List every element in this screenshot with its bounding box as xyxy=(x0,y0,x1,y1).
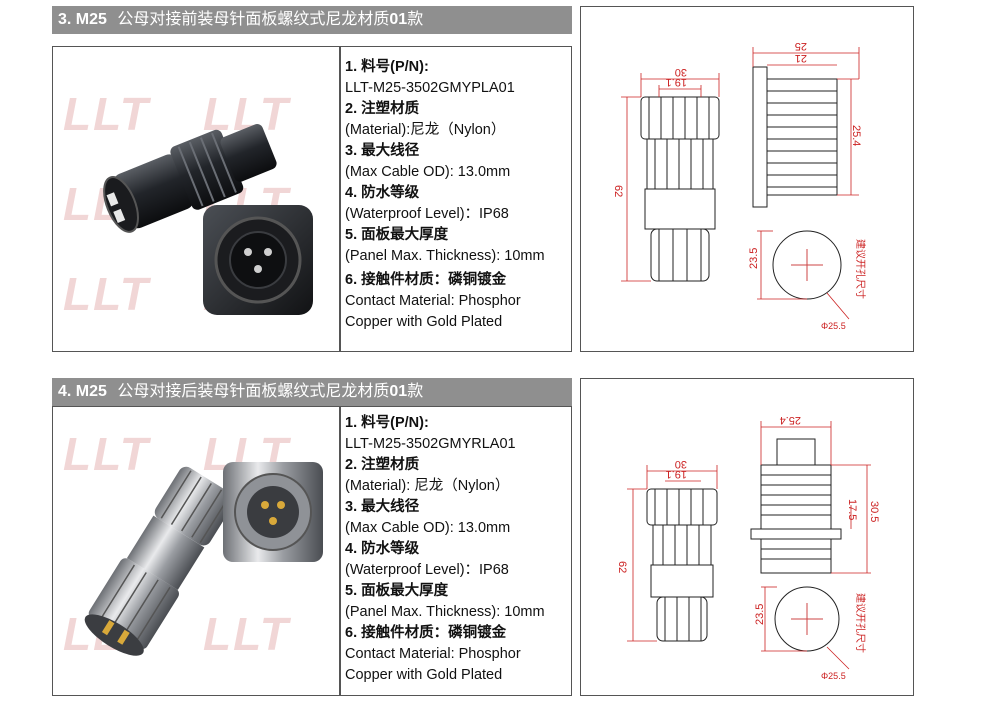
spec-waterproof-value: (Waterproof Level)：IP68 xyxy=(345,206,509,222)
section-title-end: 款 xyxy=(407,383,424,400)
watermark: LLT xyxy=(63,88,150,140)
dim-62: 62 xyxy=(612,185,624,197)
dim-19: 19.1 xyxy=(666,468,687,480)
spec-cable-od-label: 3. 最大线径 xyxy=(345,499,420,515)
dim-25-4: 25.4 xyxy=(850,125,862,146)
spec-pn-value: LLT-M25-3502GMYRLA01 xyxy=(345,436,516,452)
spec-pn-label: 1. 料号(P/N): xyxy=(345,59,429,75)
spec-pn-label: 1. 料号(P/N): xyxy=(345,415,429,431)
section-title-text: 公母对接前装母针面板螺纹式尼龙材质 xyxy=(117,11,390,28)
section-title-suffix: 01 xyxy=(389,11,408,28)
section-title-suffix: 01 xyxy=(389,383,408,400)
dim-17-5: 17.5 xyxy=(846,499,858,520)
technical-drawing: 30 19.1 62 25 21 25.4 23.5 Φ25.5 建议开孔尺寸 xyxy=(580,6,914,352)
section-title: 4. M25 公母对接后装母针面板螺纹式尼龙材质01款 xyxy=(52,378,572,406)
watermark: LLT xyxy=(63,268,150,320)
spec-contact-value-1: Contact Material: Phosphor xyxy=(345,293,521,309)
watermark: LLT xyxy=(63,428,150,480)
spec-contact-value-2: Copper with Gold Plated xyxy=(345,314,503,330)
dim-62: 62 xyxy=(616,561,628,573)
section-title-end: 款 xyxy=(407,11,424,28)
dim-25: 25 xyxy=(795,40,807,52)
hole-note: 建议开孔尺寸 xyxy=(854,593,867,653)
spec-waterproof-value: (Waterproof Level)：IP68 xyxy=(345,562,509,578)
technical-drawing: 30 19.1 62 25.4 17.5 30.5 23.5 Φ25.5 建议开… xyxy=(580,378,914,696)
hole-note: 建议开孔尺寸 xyxy=(854,239,867,299)
watermark: LLT xyxy=(203,608,290,660)
spec-material-label: 2. 注塑材质 xyxy=(345,457,420,473)
spec-contact-value-2: Copper with Gold Plated xyxy=(345,667,503,683)
connector-photo-illustration xyxy=(84,462,323,656)
section-number: 4. M25 xyxy=(58,383,107,400)
section-number: 3. M25 xyxy=(58,11,107,28)
spec-cable-od-value: (Max Cable OD): 13.0mm xyxy=(345,520,511,536)
spec-list: 1. 料号(P/N): LLT-M25-3502GMYRLA01 2. 注塑材质… xyxy=(345,413,545,686)
spec-panel-thickness-value: (Panel Max. Thickness): 10mm xyxy=(345,248,545,264)
dim-23-5: 23.5 xyxy=(754,604,766,625)
spec-panel-thickness-label: 5. 面板最大厚度 xyxy=(345,227,449,243)
spec-contact-label: 6. 接触件材质：磷铜镀金 xyxy=(345,625,507,641)
spec-contact-value-1: Contact Material: Phosphor xyxy=(345,646,521,662)
spec-pn-value: LLT-M25-3502GMYPLA01 xyxy=(345,80,515,96)
dim-25-4: 25.4 xyxy=(780,414,801,426)
spec-cable-od-label: 3. 最大线径 xyxy=(345,143,420,159)
spec-list: 1. 料号(P/N): LLT-M25-3502GMYPLA01 2. 注塑材质… xyxy=(345,57,545,333)
dim-21: 21 xyxy=(795,52,807,64)
drawing-svg: 30 19.1 62 25 21 25.4 23.5 Φ25.5 建议开孔尺寸 xyxy=(612,40,867,331)
spec-panel-thickness-label: 5. 面板最大厚度 xyxy=(345,583,449,599)
drawing-svg: 30 19.1 62 25.4 17.5 30.5 23.5 Φ25.5 建议开… xyxy=(616,414,880,681)
spec-waterproof-label: 4. 防水等级 xyxy=(345,185,420,201)
dim-25-5: Φ25.5 xyxy=(821,321,846,331)
spec-material-value: (Material):尼龙（Nylon） xyxy=(345,122,506,138)
product-photo: LLT LLT LLT LLT xyxy=(52,406,340,696)
spec-material-label: 2. 注塑材质 xyxy=(345,101,420,117)
dim-19: 19.1 xyxy=(666,76,687,88)
spec-panel: 1. 料号(P/N): LLT-M25-3502GMYPLA01 2. 注塑材质… xyxy=(340,46,572,352)
dim-30: 30 xyxy=(675,66,687,78)
spec-contact-label: 6. 接触件材质：磷铜镀金 xyxy=(345,272,507,288)
connector-photo-illustration xyxy=(103,124,313,315)
spec-panel: 1. 料号(P/N): LLT-M25-3502GMYRLA01 2. 注塑材质… xyxy=(340,406,572,696)
section-title-text: 公母对接后装母针面板螺纹式尼龙材质 xyxy=(117,383,390,400)
dim-30-5: 30.5 xyxy=(868,501,880,522)
dim-25-5: Φ25.5 xyxy=(821,671,846,681)
spec-panel-thickness-value: (Panel Max. Thickness): 10mm xyxy=(345,604,545,620)
dim-23-5: 23.5 xyxy=(748,248,760,269)
dim-30: 30 xyxy=(675,458,687,470)
spec-material-value: (Material): 尼龙（Nylon） xyxy=(345,478,510,494)
product-photo: LLT LLT LLT LLT LLT LLT xyxy=(52,46,340,352)
spec-cable-od-value: (Max Cable OD): 13.0mm xyxy=(345,164,511,180)
section-title: 3. M25 公母对接前装母针面板螺纹式尼龙材质01款 xyxy=(52,6,572,34)
spec-waterproof-label: 4. 防水等级 xyxy=(345,541,420,557)
